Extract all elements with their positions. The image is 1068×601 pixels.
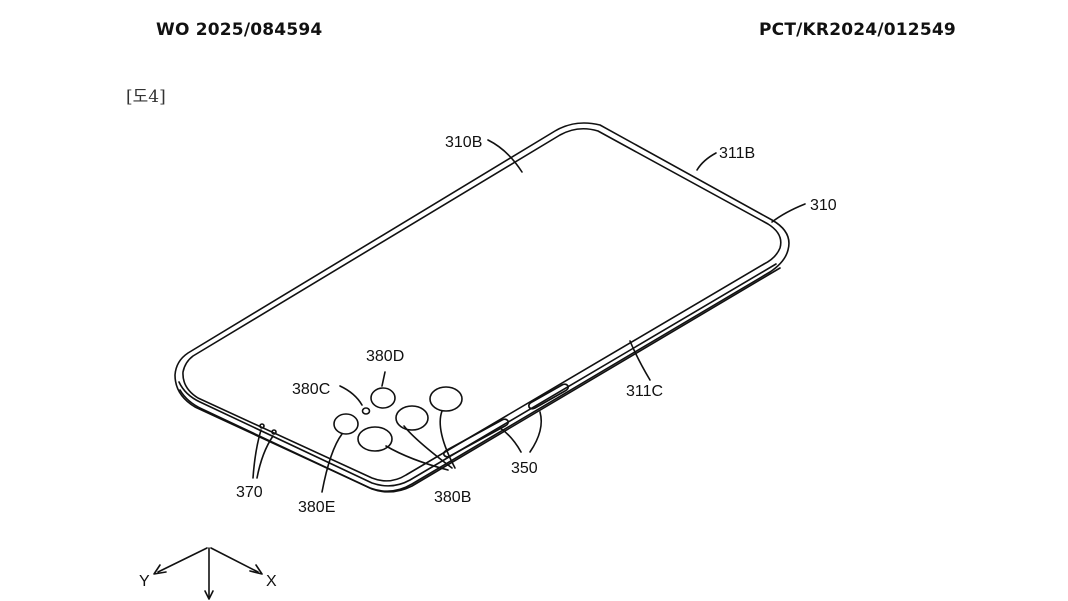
camera-380d — [370, 387, 396, 409]
application-number: PCT/KR2024/012549 — [759, 20, 956, 40]
axis-z-arrow — [204, 590, 214, 600]
leader-310b — [487, 139, 523, 173]
leader-370-2 — [256, 435, 274, 479]
reference-labels: 310B 311B 310 311C 380D 380C 380E 380B 3… — [139, 134, 837, 590]
figure-label: [도4] — [126, 87, 166, 107]
leader-370-1 — [252, 429, 262, 479]
leader-311c — [629, 340, 651, 381]
leader-311b — [696, 152, 717, 171]
label-380c: 380C — [292, 381, 330, 398]
publication-number: WO 2025/084594 — [156, 20, 323, 40]
axis-x-arrow — [249, 564, 263, 575]
axis-label-y: Y — [139, 573, 150, 590]
label-370: 370 — [236, 484, 263, 501]
side-button-long — [443, 418, 509, 458]
leader-380b-2 — [439, 410, 456, 469]
leader-380c — [339, 385, 363, 406]
label-350: 350 — [511, 460, 538, 477]
phone-outer-outline — [174, 122, 790, 492]
leader-380b-1 — [403, 425, 453, 469]
axis-x — [210, 547, 259, 573]
label-380b: 380B — [434, 489, 471, 506]
label-311b: 311B — [719, 145, 755, 162]
camera-lens-3 — [357, 426, 393, 452]
phone-side-line-1 — [178, 263, 777, 487]
label-380d: 380D — [366, 348, 404, 365]
leader-380e — [321, 433, 343, 493]
leader-310 — [771, 203, 806, 223]
leader-380b-3 — [385, 445, 449, 471]
label-310b: 310B — [445, 134, 482, 151]
camera-flash-380c — [361, 407, 371, 415]
axis-y-arrow — [153, 564, 167, 575]
hole-2 — [271, 429, 277, 435]
leader-350-1 — [499, 427, 522, 453]
hole-1 — [259, 423, 265, 429]
axis-label-x: X — [266, 573, 277, 590]
camera-lens-2 — [429, 386, 463, 412]
camera-lens-1 — [395, 405, 429, 431]
side-button-short — [528, 383, 569, 410]
axis-y — [157, 547, 208, 573]
leader-350-2 — [529, 411, 543, 453]
label-310: 310 — [810, 197, 837, 214]
phone-side-line-2 — [179, 267, 781, 493]
label-380e: 380E — [298, 499, 335, 516]
camera-380e — [333, 413, 359, 435]
phone-back-edge — [182, 127, 782, 482]
leader-380d — [381, 371, 386, 387]
label-311c: 311C — [626, 383, 663, 400]
